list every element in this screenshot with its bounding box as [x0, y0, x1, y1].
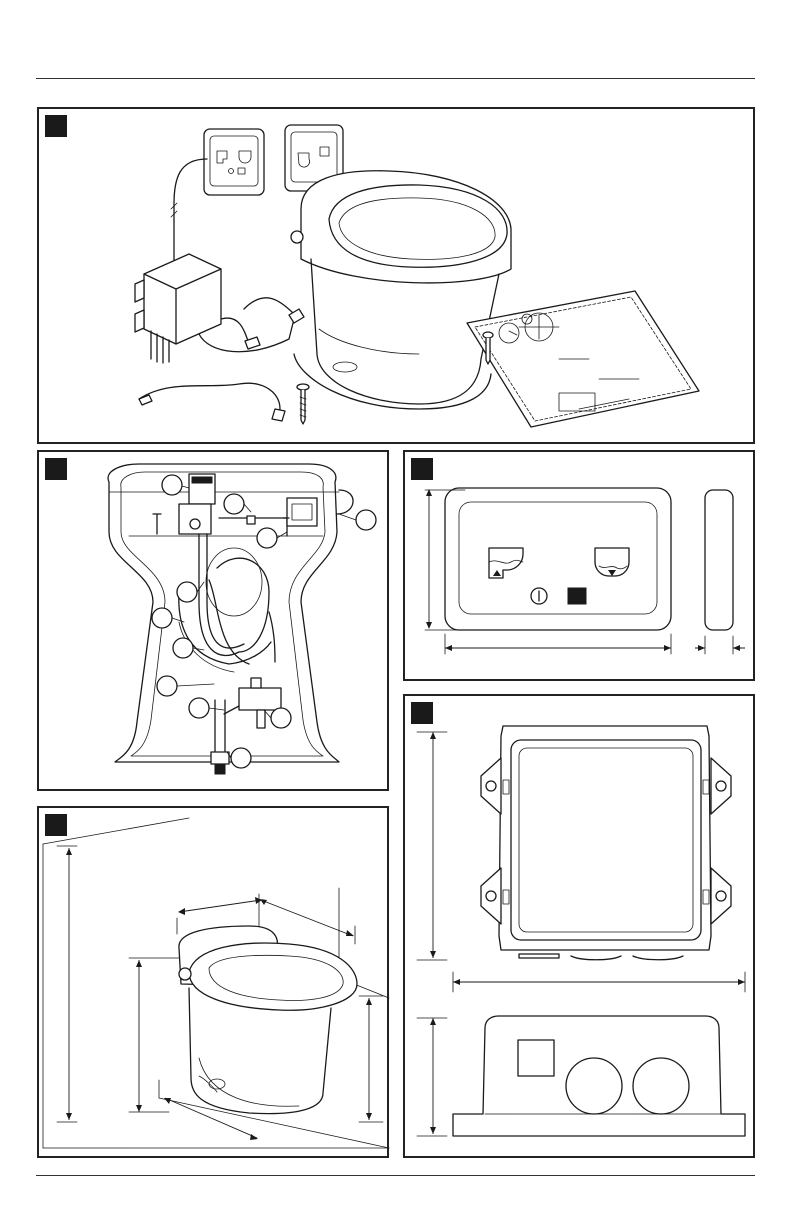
screw-icon	[297, 384, 309, 424]
control-panel-1-icon	[204, 129, 264, 195]
flush-empty-icon	[595, 548, 629, 576]
header-rule	[36, 78, 755, 79]
installation-clearances-illustration	[39, 808, 391, 1160]
controller-box-icon	[135, 254, 221, 363]
toilet-icon	[179, 926, 357, 1114]
panel-installation-clearances	[37, 806, 389, 1158]
footer-rule	[36, 1175, 755, 1176]
control-panel-dimensions-illustration	[405, 452, 757, 683]
controller-box-dimensions-illustration	[405, 696, 757, 1160]
panel-internal-components	[37, 450, 389, 791]
indicator-light-icon	[568, 588, 586, 604]
flush-add-water-icon	[489, 548, 523, 578]
toilet-icon	[291, 171, 511, 409]
installation-template-icon	[467, 291, 699, 427]
panel-control-panel-dimensions	[403, 450, 755, 681]
panel-exploded-assembly	[37, 107, 755, 444]
panel-controller-box-dimensions	[403, 694, 755, 1158]
internal-components-illustration	[39, 452, 391, 793]
exploded-assembly-illustration	[39, 109, 757, 446]
